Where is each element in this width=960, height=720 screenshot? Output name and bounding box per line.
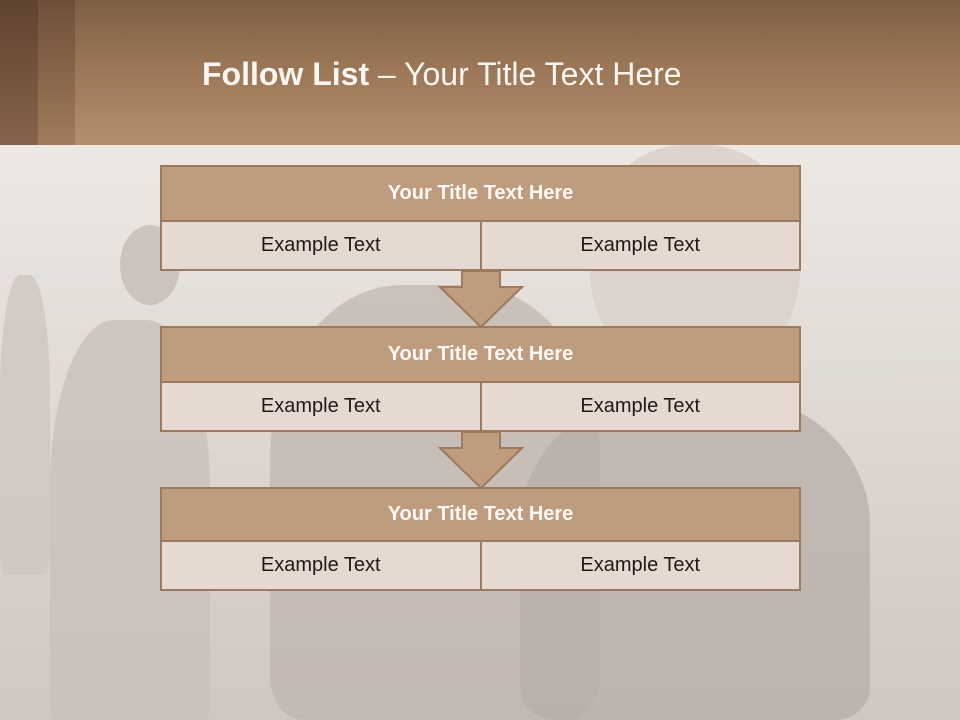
down-arrow-icon [438,271,524,329]
step-cell-right: Example Text [481,383,801,432]
slide-title-rest: – Your Title Text Here [369,56,682,92]
step-row: Example Text Example Text [160,383,801,432]
step-block-1: Your Title Text Here Example Text Exampl… [160,165,801,271]
step-cell-left: Example Text [160,222,482,271]
header-band [0,0,960,145]
step-row: Example Text Example Text [160,542,801,591]
header-accent-strip-2 [38,0,75,145]
step-cell-left: Example Text [160,542,482,591]
step-cell-left: Example Text [160,383,482,432]
slide-title-bold: Follow List [202,56,370,92]
step-cell-right: Example Text [481,542,801,591]
step-row: Example Text Example Text [160,222,801,271]
step-block-3: Your Title Text Here Example Text Exampl… [160,487,801,591]
header-accent-strip [0,0,38,145]
person-silhouette [0,275,50,575]
down-arrow-icon [438,432,524,490]
step-title: Your Title Text Here [160,165,801,222]
step-title: Your Title Text Here [160,487,801,542]
step-cell-right: Example Text [481,222,801,271]
step-block-2: Your Title Text Here Example Text Exampl… [160,326,801,432]
slide-title: Follow List – Your Title Text Here [202,56,682,100]
step-title: Your Title Text Here [160,326,801,383]
